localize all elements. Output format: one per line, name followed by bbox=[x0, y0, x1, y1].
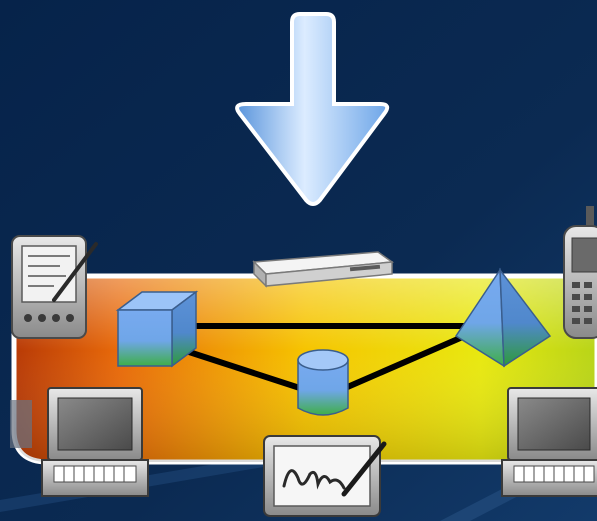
edge-cylinder-pyramid bbox=[333, 329, 477, 395]
laptop-icon bbox=[501, 387, 597, 497]
rack-server-icon bbox=[252, 251, 395, 288]
pyramid-node-icon bbox=[454, 267, 552, 368]
laptop-icon bbox=[41, 387, 149, 497]
signature-tablet-icon bbox=[263, 435, 387, 517]
down-arrow-icon bbox=[235, 12, 390, 206]
pda-device-icon bbox=[11, 235, 98, 339]
database-cylinder-icon bbox=[297, 349, 349, 416]
cube-node-icon bbox=[115, 290, 199, 368]
mobile-phone-icon bbox=[563, 206, 597, 339]
